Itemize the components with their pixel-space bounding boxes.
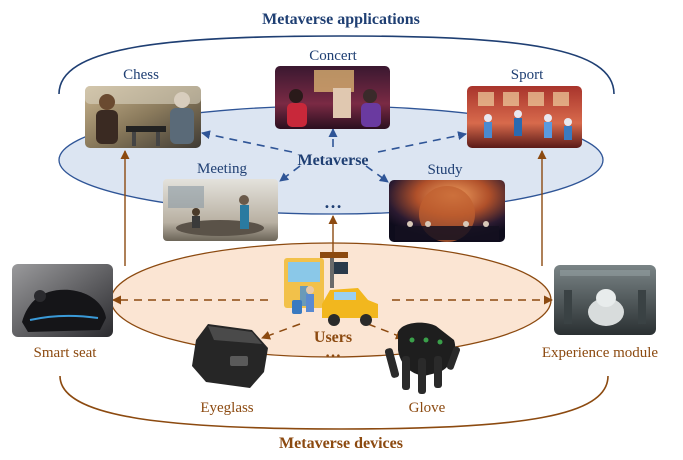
meeting-image <box>163 179 278 241</box>
devices-brace <box>59 375 609 430</box>
metaverse-label: Metaverse <box>297 152 368 169</box>
eyeglass-label: Eyeglass <box>200 400 253 416</box>
arrow-to-meeting <box>279 165 301 182</box>
arrow-to-sport <box>377 131 467 153</box>
metaverse-arrows <box>201 128 467 183</box>
glove-label: Glove <box>409 400 446 416</box>
chess-label: Chess <box>123 67 159 83</box>
eyeglass-image <box>192 324 268 388</box>
users-label: Users <box>314 329 352 346</box>
sport-label: Sport <box>511 67 544 83</box>
smart-seat-label: Smart seat <box>34 345 98 361</box>
study-label: Study <box>427 162 463 178</box>
concert-image <box>275 66 390 129</box>
experience-module-label: Experience module <box>542 345 659 361</box>
concert-label: Concert <box>309 48 357 64</box>
users-more-devices: … <box>325 344 341 361</box>
applications-title: Metaverse applications <box>262 11 420 28</box>
meeting-label: Meeting <box>197 161 247 177</box>
users-illustration <box>284 252 378 326</box>
arrow-to-study <box>365 165 389 183</box>
device-to-app-arrows <box>120 150 547 266</box>
sport-image <box>467 86 582 148</box>
applications-brace <box>58 35 615 95</box>
chess-image <box>85 86 201 148</box>
smart-seat-image <box>12 264 113 337</box>
arrow-to-eyeglass <box>261 323 301 340</box>
glove-image <box>384 322 461 394</box>
arrow-to-chess <box>201 130 293 153</box>
experience-module-image <box>554 265 656 335</box>
metaverse-more-apps: … <box>324 192 342 212</box>
study-image <box>389 180 505 242</box>
devices-title: Metaverse devices <box>279 435 403 452</box>
